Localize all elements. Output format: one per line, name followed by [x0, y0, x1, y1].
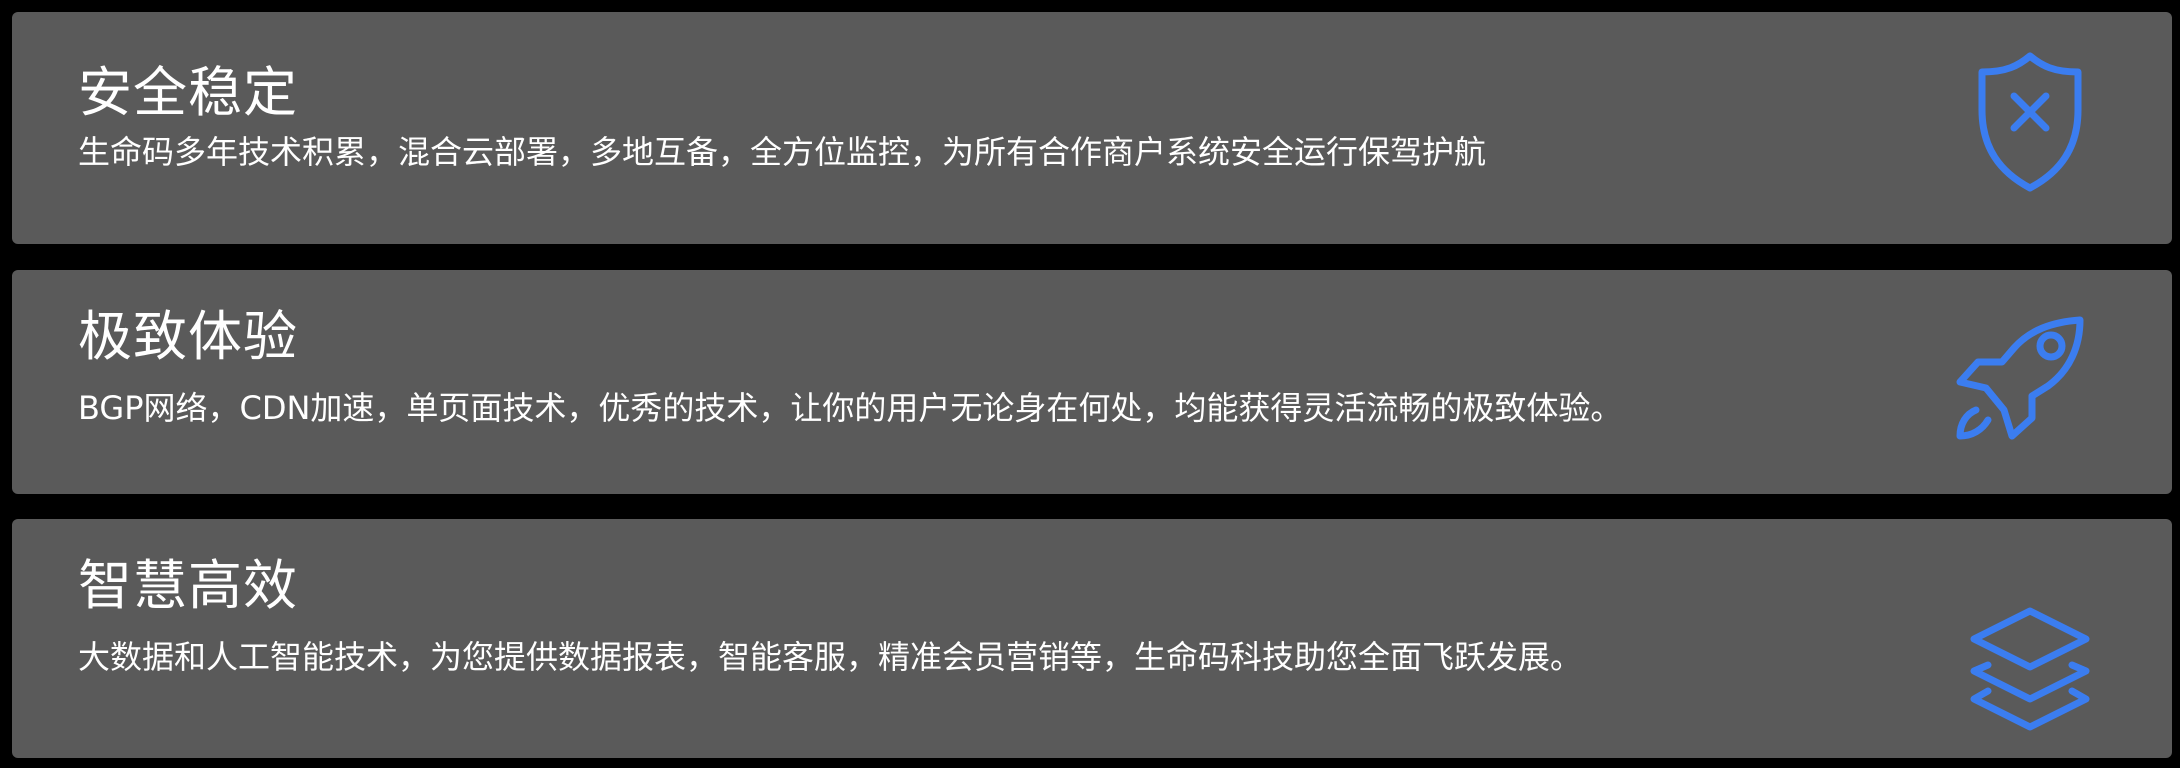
feature-description: 大数据和人工智能技术，为您提供数据报表，智能客服，精准会员营销等，生命码科技助您…	[78, 638, 1583, 676]
feature-card-security: 安全稳定 生命码多年技术积累，混合云部署，多地互备，全方位监控，为所有合作商户系…	[12, 12, 2172, 244]
feature-card-experience: 极致体验 BGP网络，CDN加速，单页面技术，优秀的技术，让你的用户无论身在何处…	[12, 270, 2172, 494]
shield-x-icon	[1960, 48, 2100, 198]
feature-title: 智慧高效	[78, 554, 298, 617]
feature-title: 安全稳定	[78, 61, 298, 124]
feature-card-efficiency: 智慧高效 大数据和人工智能技术，为您提供数据报表，智能客服，精准会员营销等，生命…	[12, 519, 2172, 758]
feature-description: 生命码多年技术积累，混合云部署，多地互备，全方位监控，为所有合作商户系统安全运行…	[78, 133, 1487, 171]
feature-description: BGP网络，CDN加速，单页面技术，优秀的技术，让你的用户无论身在何处，均能获得…	[78, 389, 1623, 427]
rocket-icon	[1952, 306, 2092, 456]
layers-icon	[1960, 591, 2100, 741]
feature-title: 极致体验	[78, 305, 298, 368]
